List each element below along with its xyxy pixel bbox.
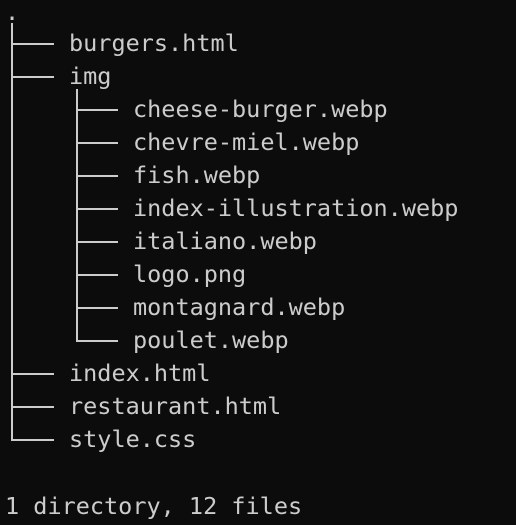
tree-entry: logo.png — [133, 260, 247, 288]
tree-entry: chevre-miel.webp — [133, 128, 360, 156]
tree-entry: cheese-burger.webp — [133, 95, 388, 123]
tree-connector-horizontal — [76, 241, 118, 243]
tree-entry: img — [69, 62, 112, 90]
tree-connector-horizontal — [11, 406, 54, 408]
tree-entry: style.css — [69, 425, 197, 453]
tree-connector-horizontal — [76, 307, 118, 309]
tree-connector-horizontal — [11, 439, 54, 441]
tree-root: . — [5, 0, 20, 26]
tree-connector-horizontal — [11, 76, 54, 78]
tree-connector-horizontal — [76, 208, 118, 210]
tree-connector-horizontal — [11, 373, 54, 375]
tree-entry: montagnard.webp — [133, 293, 346, 321]
tree-connector-horizontal — [76, 109, 118, 111]
tree-connector-horizontal — [76, 340, 118, 342]
tree-entry: restaurant.html — [69, 392, 282, 420]
tree-trunk-img — [76, 89, 78, 342]
tree-entry: index.html — [69, 359, 211, 387]
tree-entry: index-illustration.webp — [133, 194, 459, 222]
tree-entry: fish.webp — [133, 161, 261, 189]
tree-trunk-root — [11, 23, 13, 441]
tree-summary: 1 directory, 12 files — [5, 492, 303, 520]
tree-connector-horizontal — [76, 175, 118, 177]
tree-connector-horizontal — [76, 142, 118, 144]
tree-entry: italiano.webp — [133, 227, 317, 255]
tree-connector-horizontal — [11, 43, 54, 45]
tree-connector-horizontal — [76, 274, 118, 276]
tree-entry: poulet.webp — [133, 326, 289, 354]
tree-entry: burgers.html — [69, 29, 239, 57]
